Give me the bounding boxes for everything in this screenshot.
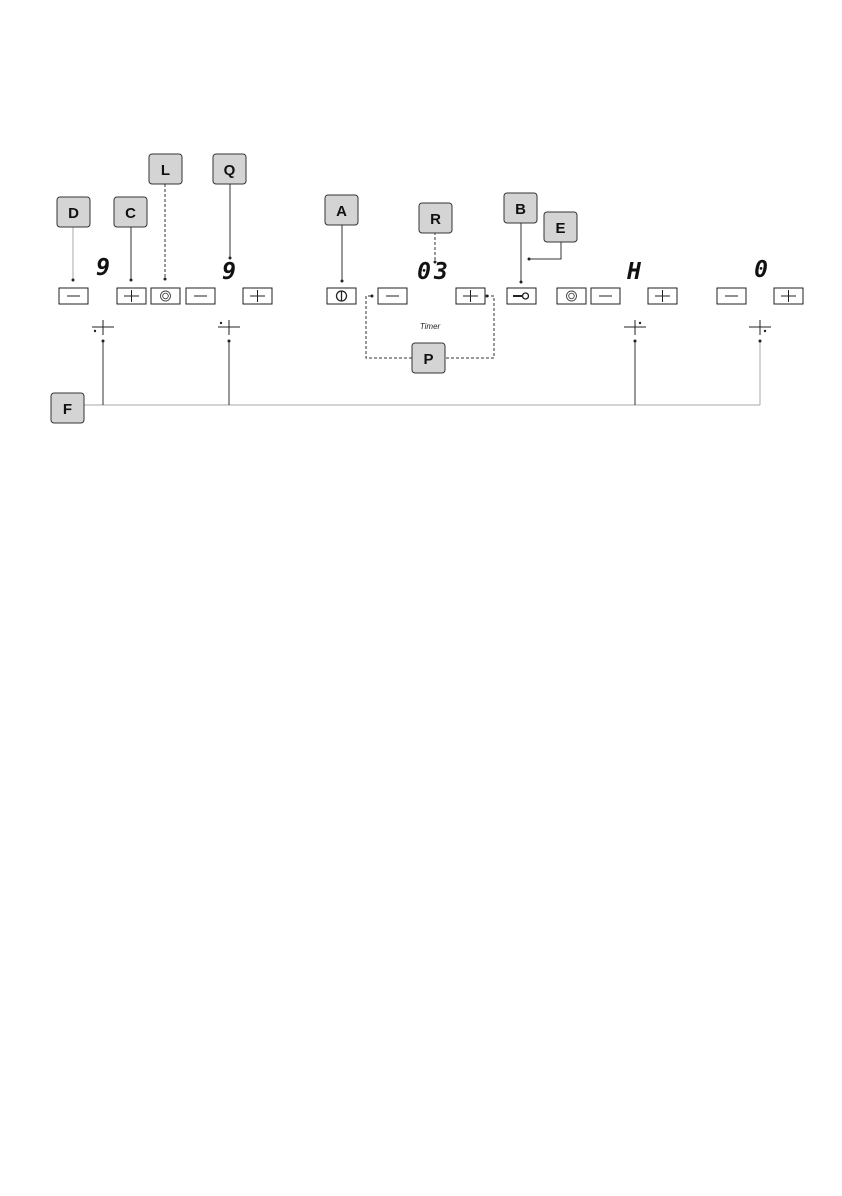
callout-d: D — [57, 197, 90, 227]
callout-p: P — [412, 343, 445, 373]
dual-zone-left-button[interactable] — [151, 288, 180, 304]
callout-l-text: L — [161, 162, 170, 179]
display-zone-front-right: 0 — [754, 257, 768, 283]
zone-indicator-rear-right — [624, 320, 646, 335]
callout-e: E — [544, 212, 577, 242]
callout-a-text: A — [336, 203, 347, 220]
leader-p-left — [366, 296, 412, 358]
callout-p-text: P — [423, 351, 433, 368]
leader-e — [530, 240, 561, 259]
displays: 9 9 03 H 0 — [96, 255, 768, 285]
callout-l: L — [149, 154, 182, 184]
leader-p-right — [446, 296, 494, 358]
callout-d-text: D — [68, 205, 79, 222]
callout-b-text: B — [515, 201, 526, 218]
zone-indicator-rear-left — [218, 320, 240, 335]
timer-label: Timer — [420, 322, 441, 331]
display-zone-front-left: 9 — [96, 255, 110, 281]
callout-q: Q — [213, 154, 246, 184]
dual-zone-right-button[interactable] — [557, 288, 586, 304]
display-zone-rear-right: H — [626, 259, 641, 285]
callout-b: B — [504, 193, 537, 223]
callout-r-text: R — [430, 211, 441, 228]
zone-indicator-front-left — [92, 320, 114, 335]
callout-e-text: E — [555, 220, 565, 237]
callout-f-text: F — [63, 401, 72, 418]
callout-q-text: Q — [224, 162, 236, 179]
callout-r: R — [419, 203, 452, 233]
display-timer: 03 — [417, 259, 451, 285]
callout-f: F — [51, 393, 84, 423]
callout-a: A — [325, 195, 358, 225]
display-zone-rear-left: 9 — [222, 259, 236, 285]
callout-c: C — [114, 197, 147, 227]
callout-c-text: C — [125, 205, 136, 222]
zone-indicator-front-right — [749, 320, 771, 335]
